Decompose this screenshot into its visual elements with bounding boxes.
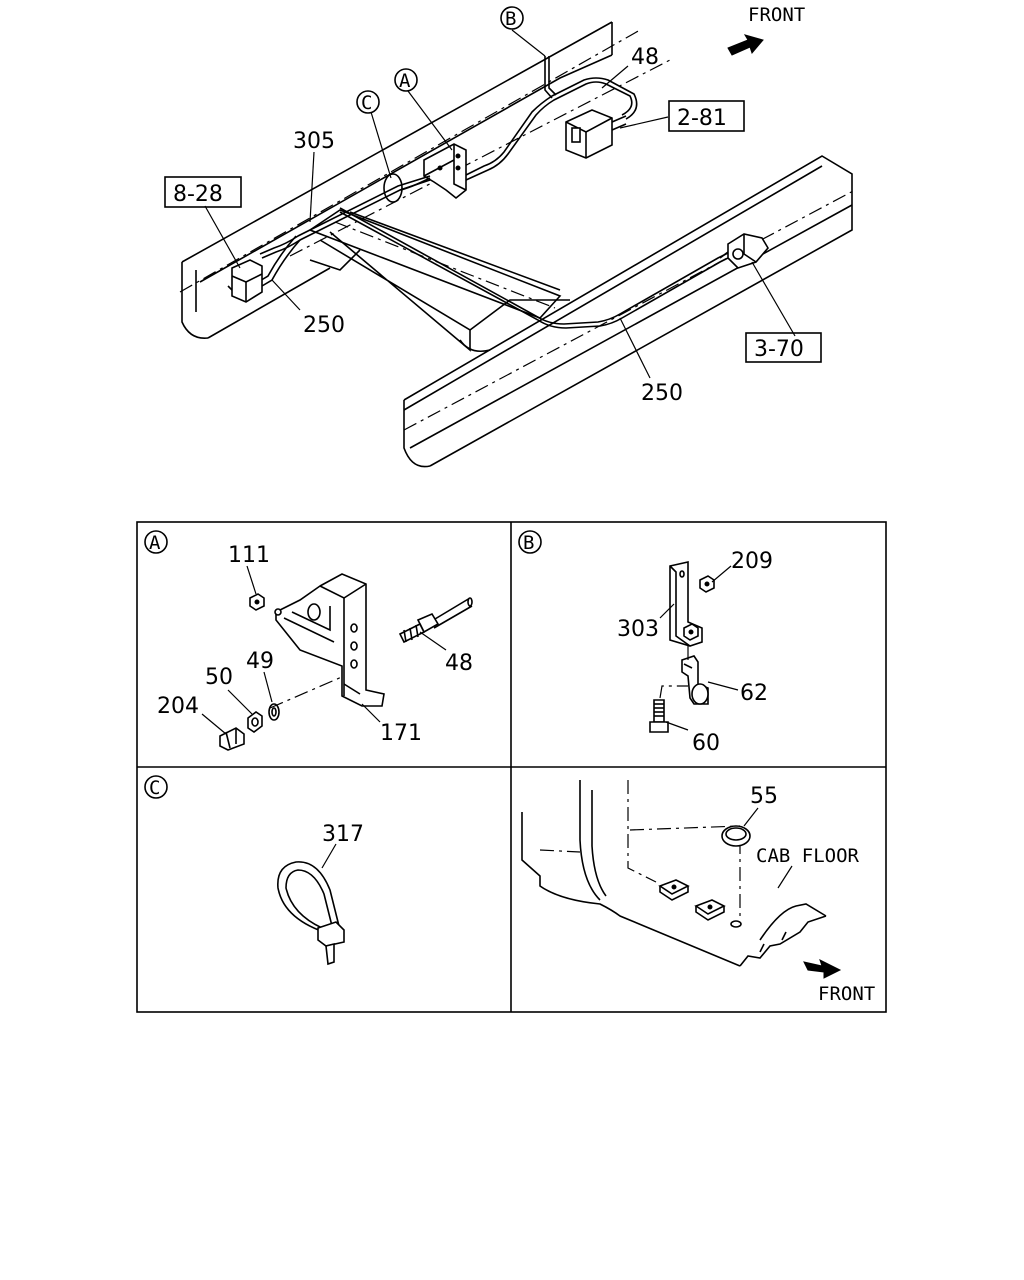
- svg-text:C: C: [149, 777, 160, 799]
- part-number-171: 171: [380, 721, 422, 746]
- plug-55: [721, 825, 751, 847]
- cab-floor-outline: [521, 780, 827, 967]
- panel-c-leader-line: [321, 843, 337, 869]
- ref-box-3-70: 3-70: [745, 332, 822, 363]
- part-number-60: 60: [692, 731, 720, 756]
- part-number-49: 49: [246, 649, 274, 674]
- callout-b: B: [500, 6, 524, 30]
- panel-b-leader-lines: [659, 565, 739, 731]
- main-view: FRONT: [164, 4, 856, 468]
- left-frame-rail: [179, 21, 671, 339]
- part-number-55: 55: [750, 784, 778, 809]
- panel-d: 55 CAB FLOOR FRONT: [521, 780, 875, 1005]
- right-frame-rail: [403, 155, 856, 468]
- svg-text:3-70: 3-70: [754, 337, 804, 362]
- front-arrow-icon: [727, 34, 764, 56]
- panel-a: A: [144, 530, 473, 751]
- cab-floor-label: CAB FLOOR: [756, 845, 860, 867]
- svg-text:2-81: 2-81: [677, 106, 727, 131]
- nut-50: [247, 711, 263, 733]
- brake-pipe-305: [259, 175, 431, 259]
- bolt-60: [649, 699, 669, 733]
- brake-pipe-250-right: [339, 207, 741, 329]
- clip-c-marker: [383, 173, 403, 203]
- nut-111: [249, 593, 265, 611]
- clip-b-marker: [544, 56, 557, 99]
- panel-c-title: C: [144, 775, 168, 799]
- main-leader-lines: [204, 29, 796, 379]
- bracket-nut: [683, 623, 699, 641]
- sensor-3-70: [719, 233, 769, 269]
- part-number-48: 48: [631, 45, 659, 70]
- ref-box-2-81: 2-81: [668, 100, 745, 132]
- bracket-171: [274, 573, 385, 707]
- part-number-317: 317: [322, 822, 364, 847]
- panel-a-leader-lines: [201, 565, 447, 735]
- svg-text:C: C: [361, 92, 372, 114]
- ref-box-8-28: 8-28: [164, 176, 242, 208]
- panel-b-bolt-axis: [659, 685, 688, 699]
- panel-a-title: A: [144, 530, 168, 554]
- part-number-250-right: 250: [641, 381, 683, 406]
- panel-d-leader-lines: [743, 807, 793, 889]
- part-number-48: 48: [445, 651, 473, 676]
- floor-pad-1: [658, 879, 690, 901]
- clamp-62: [681, 655, 709, 705]
- pipe-fitting-48: [398, 597, 473, 644]
- svg-text:A: A: [399, 70, 411, 92]
- part-number-204: 204: [157, 694, 199, 719]
- callout-c: C: [356, 90, 380, 114]
- svg-text:A: A: [149, 532, 161, 554]
- abs-modulator-unit: [565, 109, 627, 159]
- part-number-50: 50: [205, 665, 233, 690]
- callout-a: A: [394, 68, 418, 92]
- panel-b: B: [518, 530, 773, 756]
- floor-hole: [730, 920, 742, 928]
- nut-209: [699, 575, 715, 593]
- svg-text:8-28: 8-28: [173, 182, 223, 207]
- svg-text:B: B: [505, 8, 516, 30]
- brake-pipe-48: [463, 77, 638, 181]
- front-arrow-icon: [803, 959, 842, 979]
- panel-b-title: B: [518, 530, 542, 554]
- panel-c: C 317: [144, 775, 364, 966]
- connector-8-28: [227, 259, 263, 303]
- floor-pad-2: [694, 899, 726, 921]
- detail-panels-grid: [136, 521, 887, 1013]
- part-number-303: 303: [617, 617, 659, 642]
- part-number-111: 111: [228, 543, 270, 568]
- front-label: FRONT: [818, 983, 875, 1005]
- part-number-250-left: 250: [303, 313, 345, 338]
- panel-a-axis-line: [269, 675, 345, 709]
- cable-tie-317: [277, 861, 345, 966]
- cross-member: [308, 209, 570, 353]
- part-number-305: 305: [293, 129, 335, 154]
- brake-pipe-250-left: [257, 235, 301, 287]
- svg-text:B: B: [523, 532, 534, 554]
- part-number-209: 209: [731, 549, 773, 574]
- front-label: FRONT: [748, 4, 805, 26]
- part-number-62: 62: [740, 681, 768, 706]
- bracket-a: [423, 143, 467, 200]
